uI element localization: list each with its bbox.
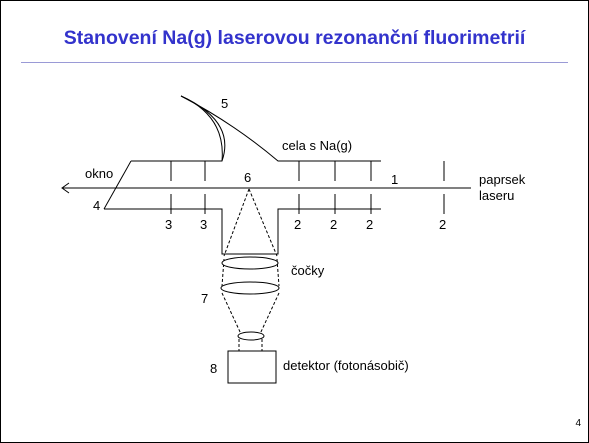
detector-box xyxy=(227,350,277,384)
lens-1 xyxy=(221,256,279,270)
cell-body xyxy=(104,95,381,255)
lens-3 xyxy=(237,331,265,341)
lenses xyxy=(220,256,280,341)
lens-2 xyxy=(220,281,280,295)
number-1: 1 xyxy=(391,172,398,187)
label-beam-1: paprsek xyxy=(479,172,526,187)
slide-title: Stanovení Na(g) laserovou rezonanční flu… xyxy=(63,27,526,49)
label-cell: cela s Na(g) xyxy=(282,138,352,153)
number-2a: 2 xyxy=(294,217,301,232)
laser-beam xyxy=(61,182,471,194)
number-3a: 3 xyxy=(165,217,172,232)
number-2d: 2 xyxy=(439,217,446,232)
number-3b: 3 xyxy=(200,217,207,232)
number-4: 4 xyxy=(93,198,100,213)
number-2b: 2 xyxy=(330,217,337,232)
label-lenses: čočky xyxy=(291,263,325,278)
label-okno: okno xyxy=(85,166,113,181)
angled-window xyxy=(103,160,132,210)
label-beam-2: laseru xyxy=(479,188,514,203)
label-detector: detektor (fotonásobič) xyxy=(283,358,409,373)
number-8: 8 xyxy=(210,361,217,376)
fluorescence-cone xyxy=(221,188,280,351)
number-7: 7 xyxy=(201,291,208,306)
number-2c: 2 xyxy=(366,217,373,232)
page-number: 4 xyxy=(575,418,581,429)
number-6: 6 xyxy=(244,170,251,185)
diaphragms xyxy=(170,161,445,214)
side-arm xyxy=(180,95,223,162)
title-divider xyxy=(21,62,568,63)
number-5: 5 xyxy=(221,96,228,111)
